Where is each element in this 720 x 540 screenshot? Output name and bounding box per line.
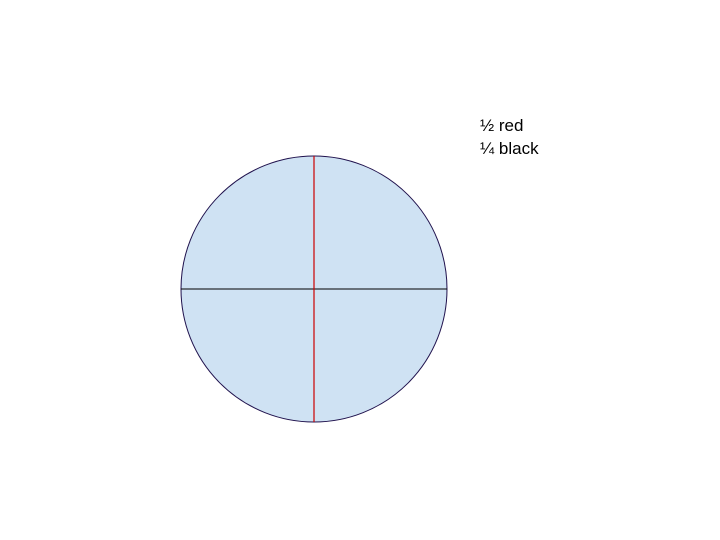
half-red-label: ½ red [480, 116, 524, 135]
fraction-legend: ½ red ¼ black [480, 114, 539, 160]
quarter-black-label: ¼ black [480, 139, 539, 158]
